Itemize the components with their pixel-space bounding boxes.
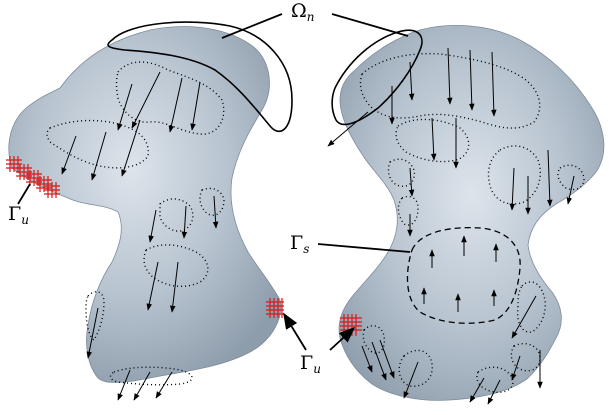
gamma-s-label: Γs — [290, 234, 309, 255]
omega-n-label: Ωn — [291, 2, 315, 23]
gamma-u-label-bottom: Γu — [300, 354, 321, 375]
gamma-u-label-left: Γu — [8, 205, 29, 226]
left-bone-shape — [9, 27, 281, 383]
